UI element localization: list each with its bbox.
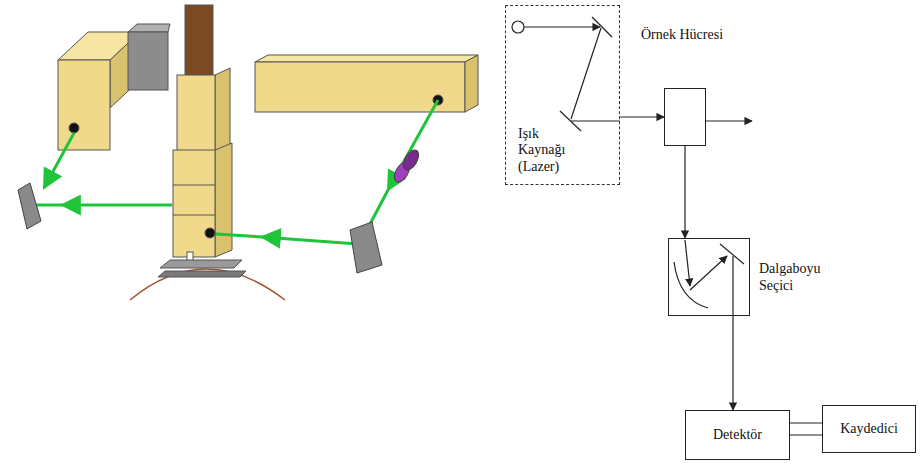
node-label: Kaydedici xyxy=(840,421,898,438)
node-label: Örnek Hücresi xyxy=(641,27,723,44)
grating-line xyxy=(720,244,744,264)
head-side xyxy=(215,143,232,257)
light-path xyxy=(690,256,727,290)
selector-optics xyxy=(674,240,744,316)
optics xyxy=(18,147,422,273)
signal-connector xyxy=(790,423,822,435)
green-beams xyxy=(36,100,438,244)
laser-path xyxy=(571,120,620,121)
sample-cell: Örnek Hücresi xyxy=(664,88,706,146)
source-circle xyxy=(512,21,524,33)
laser-beam xyxy=(262,237,358,244)
port-hole xyxy=(69,123,79,133)
laser-path xyxy=(524,26,600,27)
light-path xyxy=(732,256,733,316)
wavelength-selector: Dalgaboyu Seçici xyxy=(668,238,750,316)
mirror xyxy=(18,183,41,229)
signal-connector xyxy=(732,316,733,410)
laser-beam xyxy=(388,100,438,190)
concave-mirror xyxy=(674,262,708,308)
head-front xyxy=(173,150,215,257)
scatter-beam xyxy=(62,204,172,207)
cube-top xyxy=(128,24,170,32)
laser-optics xyxy=(512,17,752,131)
sample-plate xyxy=(158,271,246,277)
sample-plate xyxy=(160,260,242,268)
head-line xyxy=(173,215,215,216)
transmitted-beam xyxy=(706,120,752,121)
signal-connector xyxy=(684,146,685,238)
stand-arc xyxy=(130,269,285,300)
scatter-beam xyxy=(44,133,74,188)
laser-path xyxy=(571,28,601,119)
node-label: Işık Kaynağı (Lazer) xyxy=(518,126,580,176)
laser-top xyxy=(255,55,478,62)
lens xyxy=(400,147,421,172)
laser-beam xyxy=(216,234,262,237)
detector-box: Detektör xyxy=(685,410,790,460)
gray-cube xyxy=(128,32,168,90)
light-source-box: Işık Kaynağı (Lazer) xyxy=(505,5,620,185)
signal-connector xyxy=(620,116,664,117)
port-hole xyxy=(205,228,215,238)
laser-housing xyxy=(255,55,478,112)
head-line xyxy=(173,185,215,186)
left-detector-arm xyxy=(58,24,170,150)
laser-front xyxy=(255,62,465,112)
mirror-line xyxy=(592,17,612,37)
brown-block xyxy=(185,5,213,75)
scatter-beam xyxy=(36,204,62,207)
recorder-box: Kaydedici xyxy=(822,405,916,453)
node-label: Detektör xyxy=(713,427,762,444)
stand-arc xyxy=(130,269,285,300)
arm-front xyxy=(58,60,110,150)
laser-end xyxy=(465,55,478,112)
light-path xyxy=(685,240,690,286)
mirror xyxy=(350,222,382,273)
node-label: Dalgaboyu Seçici xyxy=(759,261,839,295)
